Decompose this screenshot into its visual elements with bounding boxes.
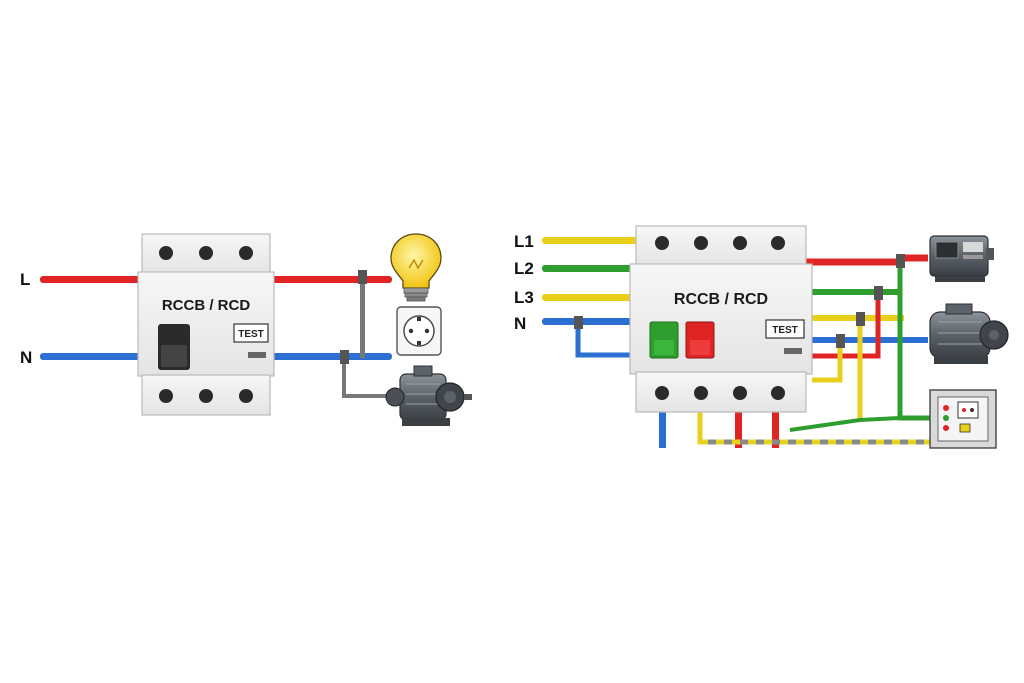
terminal-screw	[694, 386, 708, 400]
toggle-lever[interactable]	[158, 324, 190, 370]
motor-icon	[385, 365, 472, 426]
on-button[interactable]	[649, 321, 679, 359]
wire-clamp	[340, 350, 349, 364]
line-label-n3: N	[514, 314, 526, 333]
branch-wire-grey	[342, 356, 392, 398]
wire-clamp	[856, 312, 865, 326]
neutral-wire-loop	[575, 322, 636, 358]
control-panel-icon	[929, 389, 997, 449]
generator-icon	[929, 235, 994, 282]
terminal-screw	[199, 389, 213, 403]
terminal-screw	[655, 386, 669, 400]
wire-clamp	[574, 316, 583, 329]
device-title: RCCB / RCD	[162, 297, 250, 314]
neutral-exit	[659, 408, 666, 448]
terminal-screw	[771, 386, 785, 400]
line-label-l: L	[20, 270, 30, 289]
live-wire-in	[40, 276, 140, 283]
terminal-screw	[694, 236, 708, 250]
three-phase-diagram: L1 L2 L3 N	[514, 225, 1009, 449]
rccb-device-single: RCCB / RCD TEST	[137, 233, 275, 416]
phase-red-out	[806, 254, 928, 266]
wire-clamp	[358, 270, 367, 284]
terminal-screw	[199, 246, 213, 260]
single-phase-diagram: L N RCCB / RCD	[20, 233, 472, 426]
device-title: RCCB / RCD	[674, 291, 768, 308]
branch-wire-grey	[360, 274, 365, 358]
phase-l1-wire-in	[542, 237, 640, 244]
branch-grey	[812, 340, 843, 383]
red-exit-2	[772, 408, 779, 448]
phase-l2-wire-in	[542, 265, 640, 272]
test-button[interactable]: TEST	[765, 319, 805, 339]
live-wire-out	[272, 276, 392, 283]
wire-clamp	[896, 254, 905, 268]
line-label-l2: L2	[514, 259, 534, 278]
wire-clamp	[874, 286, 883, 300]
test-label: TEST	[238, 329, 264, 340]
rccb-device-three: RCCB / RCD TEST	[629, 225, 813, 413]
test-label: TEST	[772, 325, 798, 336]
red-exit-1	[735, 408, 742, 448]
terminal-screw	[771, 236, 785, 250]
terminal-screw	[655, 236, 669, 250]
terminal-screw	[239, 389, 253, 403]
green-exit	[789, 416, 901, 432]
wire-clamp	[836, 334, 845, 348]
neutral-wire-in	[40, 353, 140, 360]
terminal-screw	[239, 246, 253, 260]
neutral-wire-in-3p	[542, 318, 632, 325]
terminal-screw	[733, 236, 747, 250]
branch-red	[812, 292, 881, 359]
line-label-n: N	[20, 348, 32, 367]
off-button[interactable]	[685, 321, 715, 359]
socket-icon	[396, 306, 442, 356]
line-label-l3: L3	[514, 288, 534, 307]
terminal-screw	[159, 389, 173, 403]
line-label-l1: L1	[514, 232, 534, 251]
bulb-icon	[390, 233, 442, 302]
indicator-window	[784, 348, 802, 354]
test-button[interactable]: TEST	[233, 323, 269, 343]
phase-l3-wire-in	[542, 294, 640, 301]
terminal-screw	[159, 246, 173, 260]
terminal-screw	[733, 386, 747, 400]
yellow-exit	[697, 408, 738, 445]
neutral-wire-out	[272, 353, 392, 360]
indicator-window	[248, 352, 266, 358]
motor-icon	[929, 303, 1009, 364]
